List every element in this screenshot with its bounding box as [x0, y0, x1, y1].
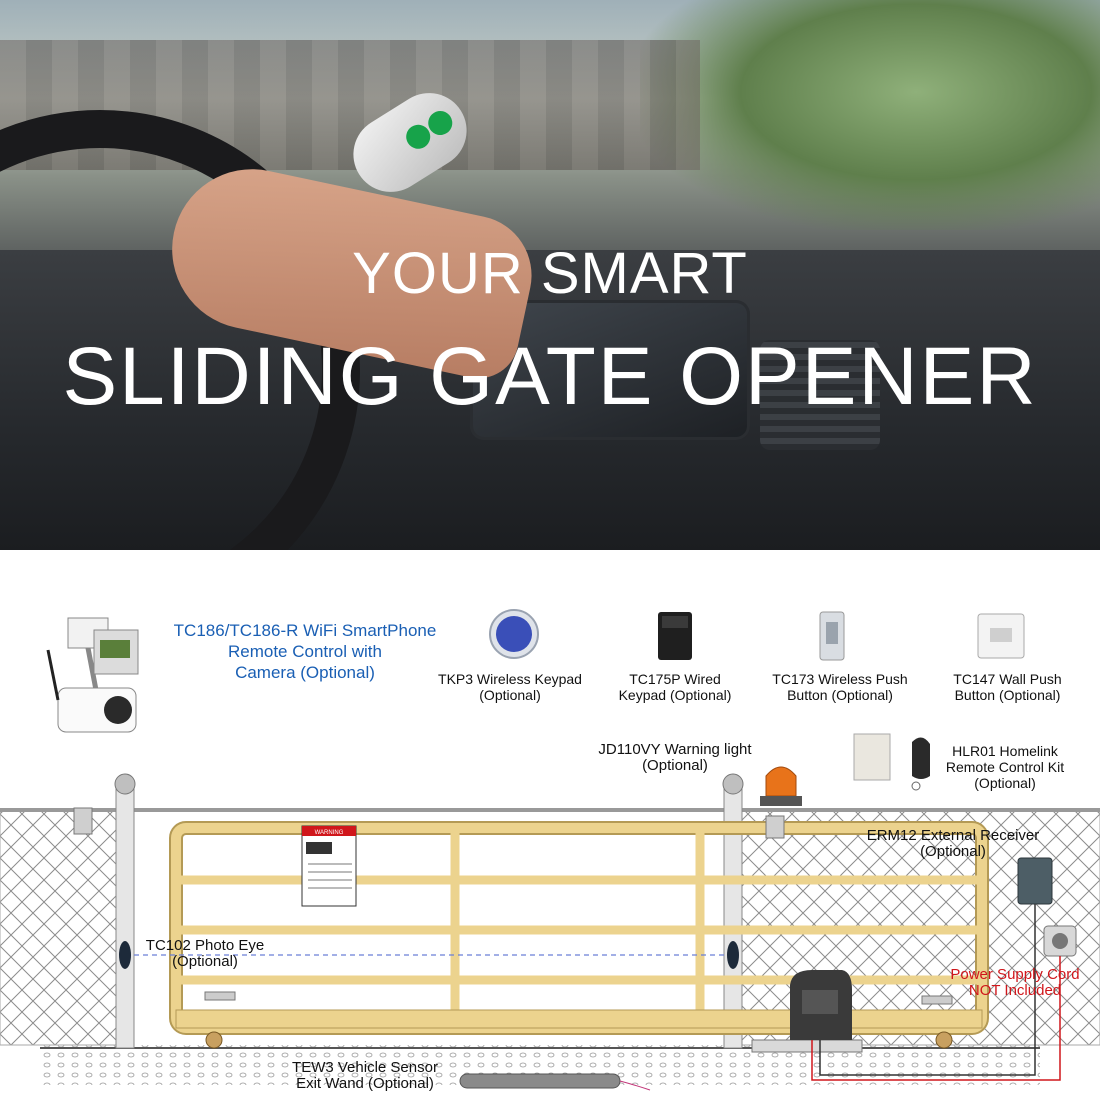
keypad-icon [489, 609, 539, 659]
left-post [115, 785, 135, 1049]
receiver-wire [819, 904, 1036, 1076]
gate-wheel-icon [205, 1031, 223, 1049]
tc175p-label: TC175P Wired Keypad (Optional) [618, 671, 732, 703]
power-wire [811, 956, 1061, 1081]
exit-wand-icon [459, 1073, 621, 1089]
power-cord-label: Power Supply Cord NOT Included [950, 966, 1080, 999]
post-cap-icon [722, 773, 744, 795]
warning-sign-header: WARNING [315, 830, 344, 836]
wired-keypad-icon [658, 612, 692, 660]
erm12-label: ERM12 External Receiver (Optional) [866, 827, 1040, 860]
warning-sign [301, 825, 357, 907]
hlr01-label: HLR01 Homelink Remote Control Kit (Optio… [945, 743, 1065, 791]
post-cap-icon [114, 773, 136, 795]
tc102-label: TC102 Photo Eye (Optional) [145, 937, 265, 970]
warning-light-icon [760, 766, 802, 806]
tc186-label: TC186/TC186-R WiFi SmartPhone Remote Con… [173, 621, 437, 682]
tree-background [640, 0, 1100, 230]
wifi-camera-icon [46, 617, 139, 733]
air-vent [760, 340, 880, 450]
receiver-box-icon [1017, 857, 1053, 905]
hero-banner: YOUR SMART SLIDING GATE OPENER [0, 0, 1100, 550]
jd110vy-label: JD110VY Warning light (Optional) [598, 741, 752, 774]
photo-eye-icon [727, 941, 739, 969]
gate-motor-icon [751, 970, 863, 1053]
tew3-label: TEW3 Vehicle Sensor Exit Wand (Optional) [292, 1059, 438, 1092]
tc147-label: TC147 Wall Push Button (Optional) [953, 671, 1062, 703]
tkp3-label: TKP3 Wireless Keypad (Optional) [438, 671, 582, 703]
tc173-label: TC173 Wireless Push Button (Optional) [772, 671, 908, 703]
photo-eye-icon [119, 941, 131, 969]
left-fence-mesh [0, 809, 121, 1046]
hero-title-line1: YOUR SMART [352, 241, 748, 306]
wall-button-icon [977, 613, 1025, 659]
push-button-icon [819, 611, 845, 661]
gate-wheel-icon [935, 1031, 953, 1049]
hero-title-line2: SLIDING GATE OPENER [62, 331, 1038, 422]
homelink-remote-icon [853, 733, 930, 791]
